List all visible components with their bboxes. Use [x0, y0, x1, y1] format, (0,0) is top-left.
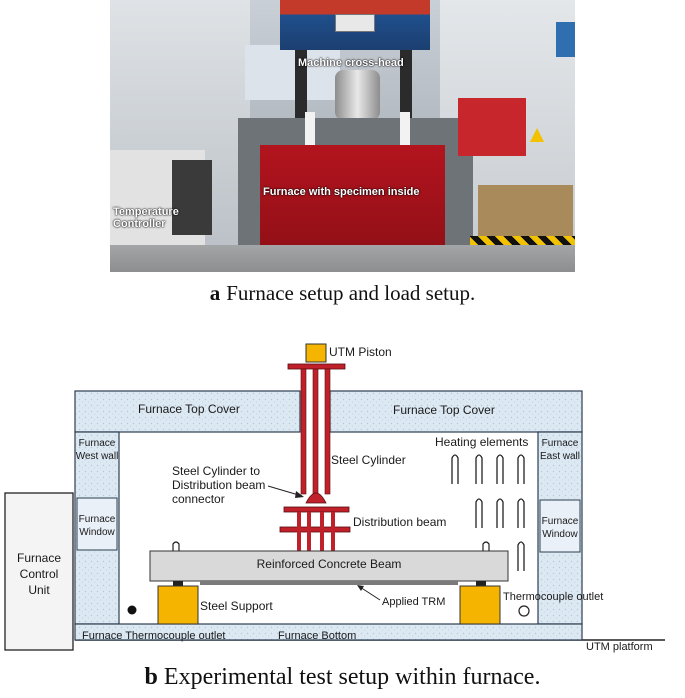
connector-arrowhead: [295, 491, 304, 498]
furnace-window-left: [76, 497, 118, 551]
label-top-cover-right: Furnace Top Cover: [393, 403, 495, 417]
distribution-beam-bottom: [279, 526, 351, 533]
distribution-leg-4: [331, 512, 335, 551]
furnace-red-cover: [260, 145, 445, 263]
support-pad-left: [173, 581, 183, 586]
steel-cylinder-rod-right: [324, 368, 331, 495]
furnace-bottom: [74, 623, 583, 641]
label-machine-crosshead: Machine cross-head: [298, 57, 404, 69]
furnace-pipe-right: [400, 112, 410, 150]
furnace-top-cover-left: [74, 390, 301, 433]
diagram-svg: [4, 343, 665, 651]
utm-piston: [305, 343, 327, 363]
piston-plate: [287, 363, 346, 370]
label-steel-support: Steel Support: [200, 599, 273, 613]
furnace-top-cover-right: [329, 390, 583, 433]
label-control-unit: Furnace Control Unit: [16, 551, 62, 597]
applied-trm: [200, 581, 458, 585]
label-thermocouple-outlet-left: Furnace Thermocouple outlet: [82, 630, 226, 642]
label-steel-cylinder: Steel Cylinder: [331, 453, 406, 467]
blue-sign: [556, 22, 575, 57]
furnace-pipe-left: [305, 112, 315, 150]
label-top-cover-left: Furnace Top Cover: [138, 402, 240, 416]
steel-cylinder-rod-left: [300, 368, 307, 495]
label-furnace-bottom: Furnace Bottom: [278, 630, 357, 642]
label-rc-beam: Reinforced Concrete Beam: [256, 557, 402, 571]
electrical-panel: [458, 98, 526, 156]
photo-floor: [110, 245, 575, 272]
label-temperature-controller: Temperature Controller: [113, 206, 179, 230]
furnace-window-right: [539, 499, 581, 553]
label-furnace-with-specimen: Furnace with specimen inside: [263, 186, 420, 198]
label-heating-elements: Heating elements: [435, 435, 529, 449]
machine-head-plate: [335, 14, 375, 32]
label-thermocouple-outlet-right: Thermocouple outlet: [503, 591, 604, 603]
beam-hook-right: [482, 541, 490, 551]
trm-leader-arrow: [359, 586, 381, 601]
label-distribution-beam: Distribution beam: [353, 515, 447, 529]
furnace-control-unit: [4, 492, 74, 651]
distribution-beam-top: [283, 506, 350, 513]
steel-support-right: [459, 585, 501, 625]
caption-b-text: Experimental test setup within furnace.: [163, 664, 541, 690]
machine-column-left: [295, 50, 307, 140]
caption-a-text: Furnace setup and load setup.: [226, 281, 476, 305]
furnace-setup-photo: Machine cross-head Furnace with specimen…: [110, 0, 575, 272]
thermocouple-outlet-right: [518, 605, 530, 617]
cylinder-connector: [305, 492, 327, 504]
label-east-wall: Furnace East wall: [539, 438, 580, 462]
label-applied-trm: Applied TRM: [382, 596, 446, 608]
machine-cylinder: [335, 70, 380, 120]
trm-arrowhead: [357, 585, 364, 591]
beam-hook-left: [172, 541, 180, 551]
thermocouple-outlet-left: [127, 605, 137, 615]
controller-panel-dark: [172, 160, 212, 235]
caption-a-letter: a: [209, 281, 221, 305]
label-window-right: Furnace Window: [541, 516, 579, 540]
hazard-tape: [470, 236, 575, 245]
support-pad-right: [476, 581, 486, 586]
heating-elements: [451, 454, 525, 571]
caption-b-letter: b: [144, 664, 158, 690]
steel-cylinder-rod-center: [312, 368, 319, 495]
label-utm-piston: UTM Piston: [329, 345, 392, 359]
distribution-leg-1: [297, 512, 301, 551]
label-connector: Steel Cylinder to Distribution beam conn…: [172, 464, 266, 506]
photo-banner: [245, 45, 340, 100]
label-utm-platform: UTM platform: [586, 641, 653, 653]
steel-support-left: [157, 585, 199, 625]
label-window-left: Furnace Window: [78, 514, 116, 538]
distribution-leg-3: [320, 512, 324, 551]
furnace-test-setup-diagram: UTM Piston Furnace Top Cover Furnace Top…: [0, 338, 685, 660]
label-west-wall: Furnace West wall: [75, 438, 119, 462]
wooden-table: [478, 185, 573, 245]
distribution-leg-2: [307, 512, 311, 551]
